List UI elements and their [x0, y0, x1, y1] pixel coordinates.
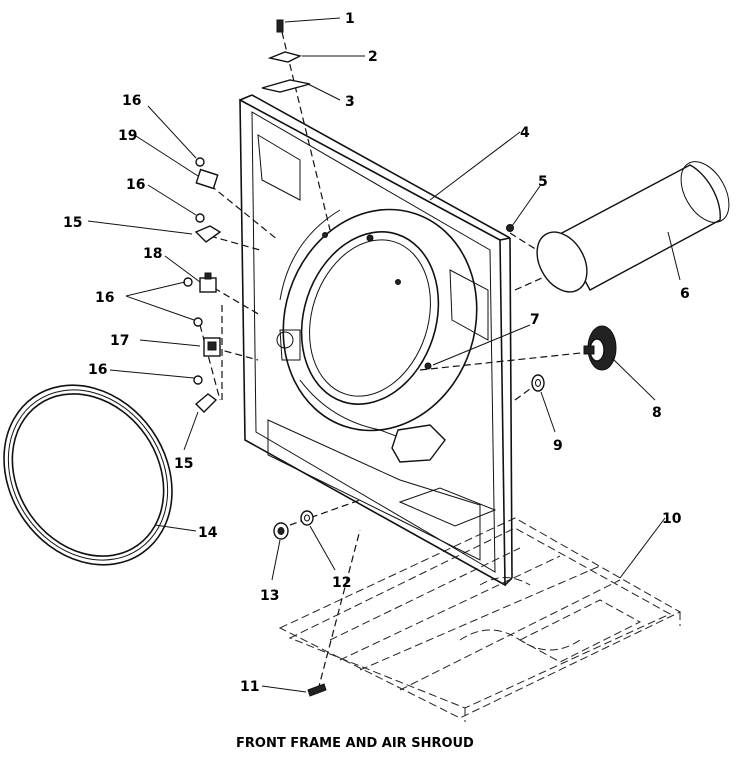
callout-16c: 16	[95, 290, 114, 306]
callout-16b: 16	[126, 177, 145, 193]
callout-12: 12	[332, 575, 351, 591]
cylinder-part	[536, 161, 730, 293]
callout-4: 4	[520, 125, 530, 141]
callout-5: 5	[538, 174, 548, 190]
callout-labels: 1 2 3 4 5 6 7 8 9 10 11 12 13 14 15 16 1…	[63, 11, 690, 695]
assembly-lines	[199, 31, 591, 691]
callout-15a: 15	[63, 215, 82, 231]
callout-11: 11	[240, 679, 259, 695]
callout-7: 7	[530, 312, 540, 328]
callout-14: 14	[198, 525, 218, 541]
callout-15b: 15	[174, 456, 193, 472]
callout-19: 19	[118, 128, 137, 144]
seal-ring	[3, 384, 173, 566]
callout-9: 9	[553, 438, 563, 454]
callout-18: 18	[143, 246, 162, 262]
callout-16a: 16	[122, 93, 141, 109]
base-panel	[278, 517, 682, 722]
callout-2: 2	[368, 49, 378, 65]
callout-17: 17	[110, 333, 129, 349]
callout-8: 8	[652, 405, 662, 421]
front-frame	[239, 94, 513, 587]
callout-6: 6	[680, 286, 690, 302]
callout-3: 3	[345, 94, 355, 110]
callout-leaders	[87, 17, 681, 693]
diagram-caption: FRONT FRAME AND AIR SHROUD	[236, 736, 474, 751]
callout-10: 10	[662, 511, 682, 527]
callout-16d: 16	[88, 362, 107, 378]
callout-1: 1	[345, 11, 355, 27]
small-parts	[183, 19, 617, 697]
callout-13: 13	[260, 588, 279, 604]
